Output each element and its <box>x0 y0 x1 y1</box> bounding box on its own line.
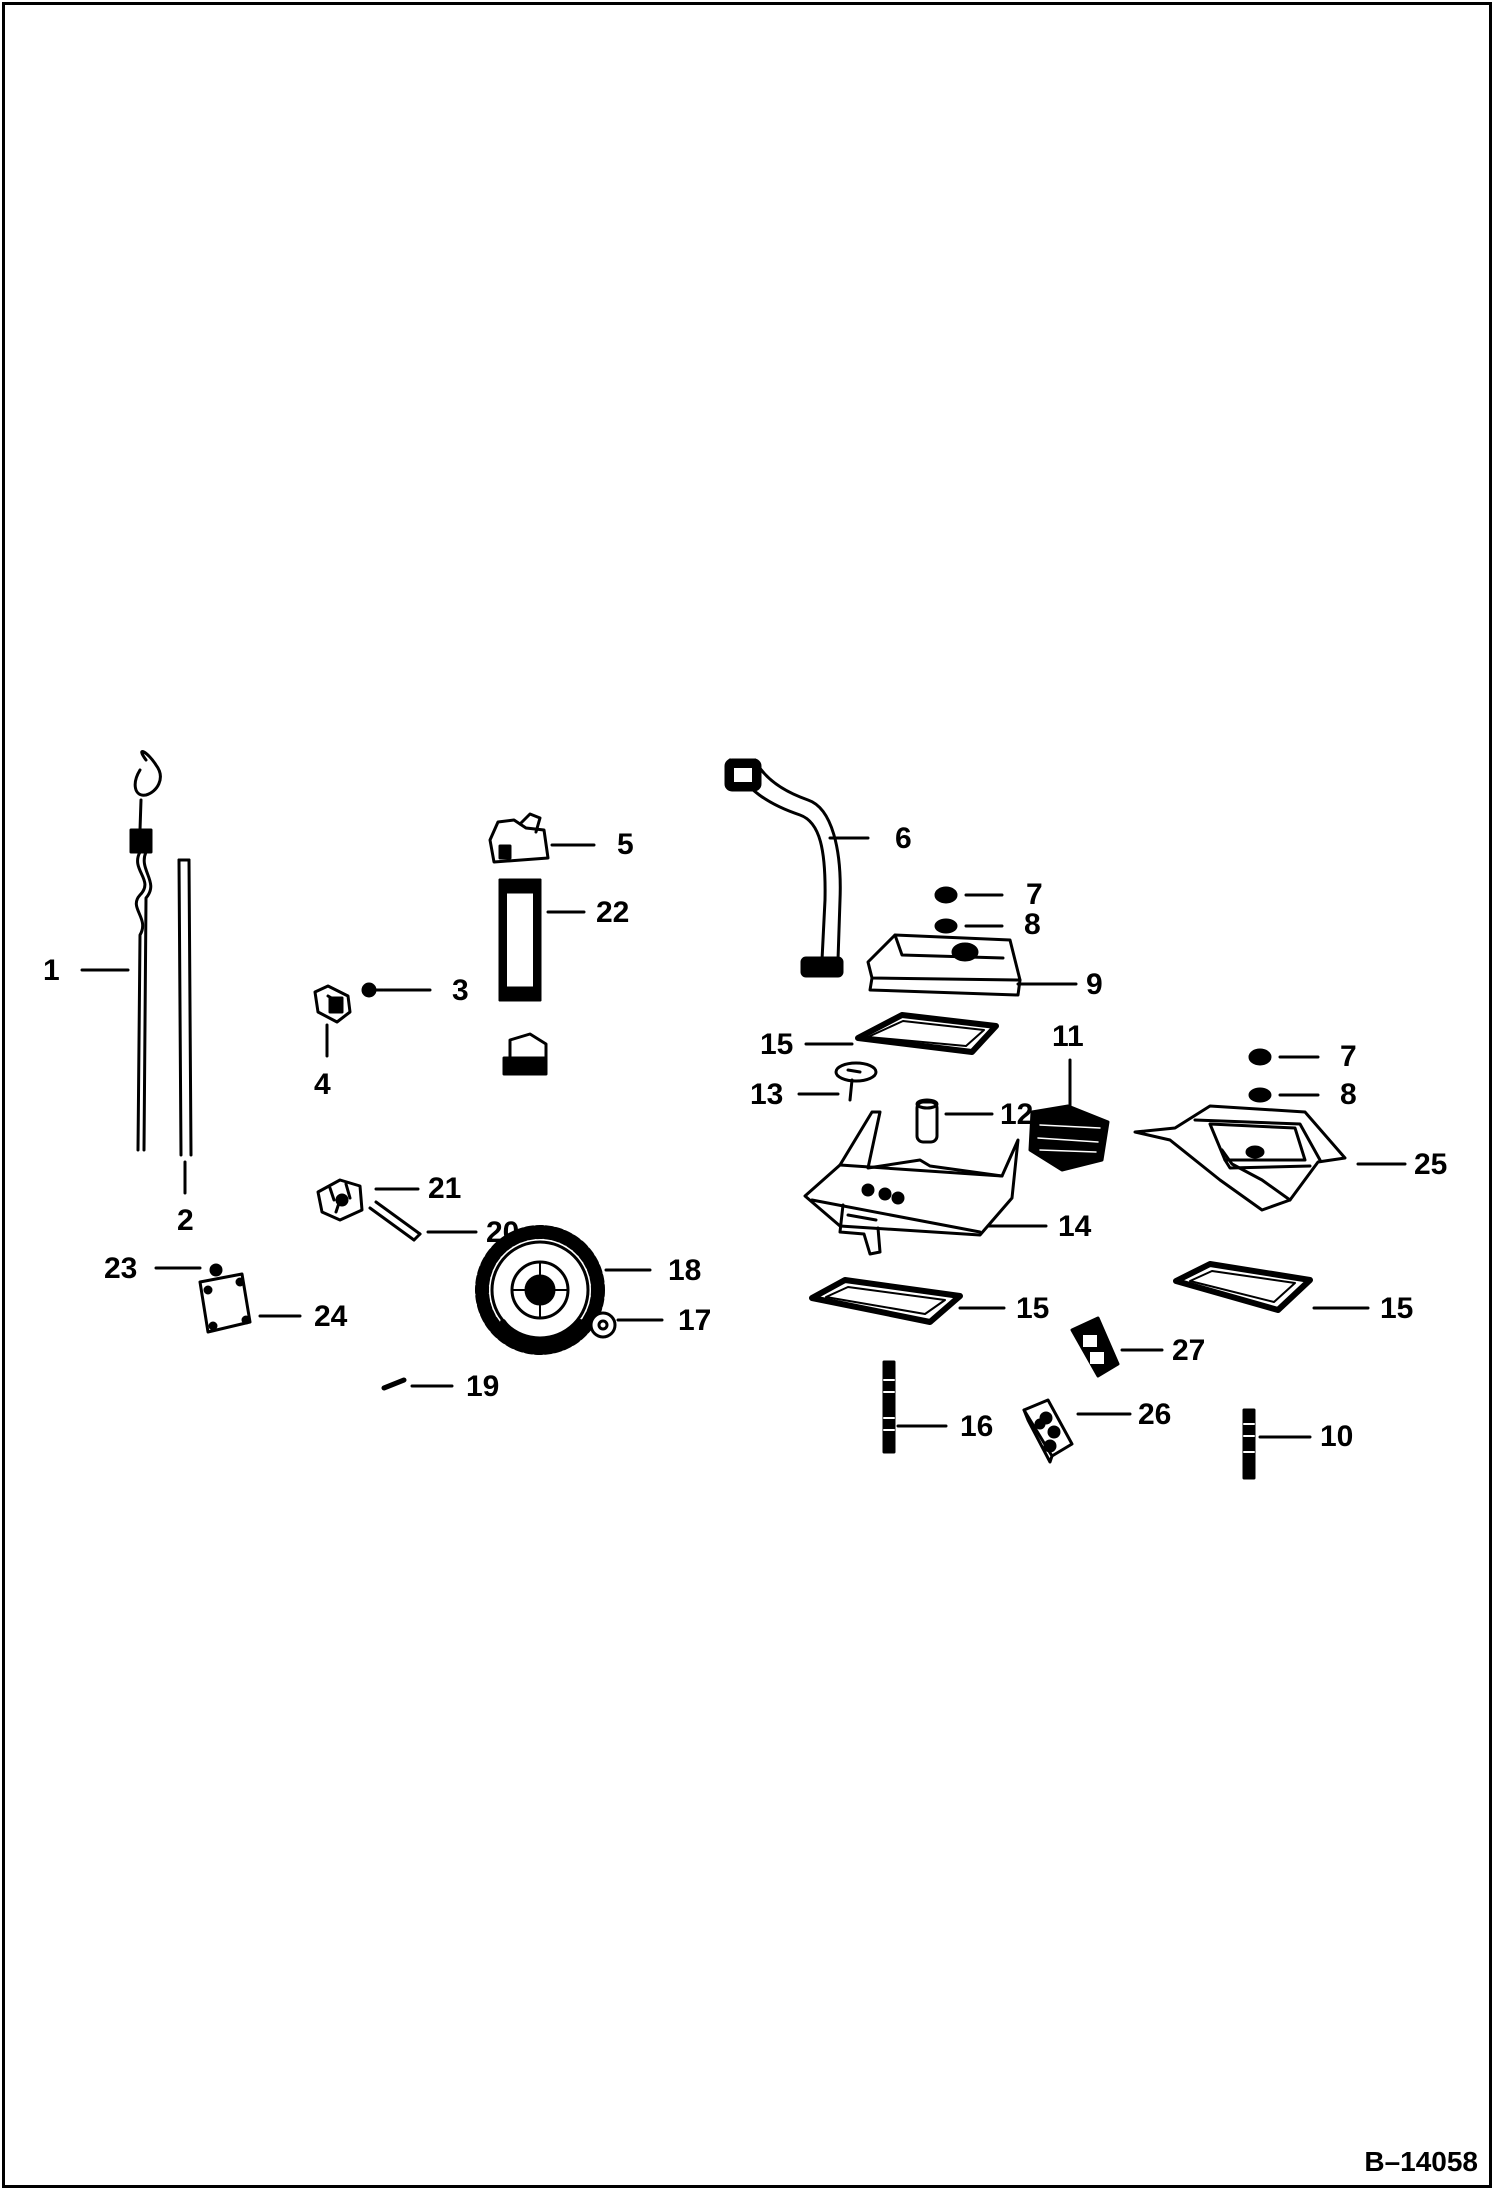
callout-19: 19 <box>466 1370 500 1403</box>
callout-6: 6 <box>895 822 912 855</box>
callout-8-upper: 8 <box>1024 908 1041 941</box>
part-8-washer-upper <box>934 918 958 934</box>
callout-10: 10 <box>1320 1420 1354 1453</box>
callout-15-middle: 15 <box>1016 1292 1050 1325</box>
callout-17: 17 <box>678 1304 712 1337</box>
callout-2: 2 <box>177 1204 194 1237</box>
callout-25: 25 <box>1414 1148 1448 1181</box>
part-11-strainer <box>1028 1104 1110 1172</box>
callout-12: 12 <box>1000 1098 1034 1131</box>
part-15-gasket-middle <box>809 1277 963 1325</box>
part-1-dipstick <box>129 750 162 1152</box>
callout-8-right: 8 <box>1340 1078 1357 1111</box>
part-21-coupling <box>316 1178 364 1222</box>
callout-7-right: 7 <box>1340 1040 1357 1073</box>
part-16-stud <box>882 1360 896 1454</box>
part-7-nut-upper <box>934 886 958 904</box>
part-25-cover-plate <box>1133 1104 1347 1212</box>
part-18-gear <box>475 1225 605 1355</box>
callout-15-top: 15 <box>760 1028 794 1061</box>
callout-21: 21 <box>428 1172 462 1205</box>
part-14-plate <box>803 1110 1020 1256</box>
part-7-nut-right <box>1248 1048 1272 1066</box>
part-17-washer <box>589 1311 617 1339</box>
part-24-cover <box>198 1272 252 1334</box>
drain-plug <box>502 1032 548 1076</box>
part-9-cover <box>866 933 1022 997</box>
part-12-spacer <box>915 1098 939 1144</box>
part-26-plate <box>1022 1398 1074 1464</box>
callout-7-upper: 7 <box>1026 878 1043 911</box>
part-20-shaft <box>368 1200 422 1242</box>
part-10-stud <box>1242 1408 1256 1480</box>
callout-5: 5 <box>617 828 634 861</box>
callout-13: 13 <box>750 1078 784 1111</box>
callout-22: 22 <box>596 896 630 929</box>
callout-4: 4 <box>314 1068 331 1101</box>
part-15-gasket-right <box>1173 1261 1313 1313</box>
part-22-filler-neck <box>498 878 542 1002</box>
part-13-pin <box>834 1061 878 1102</box>
part-27-small-gasket <box>1070 1316 1120 1378</box>
figure-reference: B–14058 <box>1364 2146 1478 2177</box>
part-8-washer-right <box>1248 1087 1272 1103</box>
part-19-key <box>381 1377 407 1391</box>
part-5-cap <box>488 812 550 864</box>
callout-23: 23 <box>104 1252 138 1285</box>
part-6-bent-pipe <box>724 758 844 978</box>
callout-15-right: 15 <box>1380 1292 1414 1325</box>
part-15-gasket-top <box>855 1012 999 1055</box>
callout-24: 24 <box>314 1300 348 1333</box>
leader-lines <box>80 836 1407 1439</box>
part-23-screw <box>209 1263 223 1277</box>
part-4-clip <box>313 984 352 1024</box>
callout-18: 18 <box>668 1254 702 1287</box>
callout-9: 9 <box>1086 968 1103 1001</box>
callout-27: 27 <box>1172 1334 1206 1367</box>
callout-20: 20 <box>486 1216 520 1249</box>
callout-16: 16 <box>960 1410 994 1443</box>
callout-14: 14 <box>1058 1210 1092 1243</box>
callout-3: 3 <box>452 974 469 1007</box>
part-2-dipstick-tube <box>177 858 193 1157</box>
part-3-screw <box>361 982 385 998</box>
callout-26: 26 <box>1138 1398 1172 1431</box>
callout-11: 11 <box>1052 1020 1084 1053</box>
callout-1: 1 <box>43 954 60 987</box>
